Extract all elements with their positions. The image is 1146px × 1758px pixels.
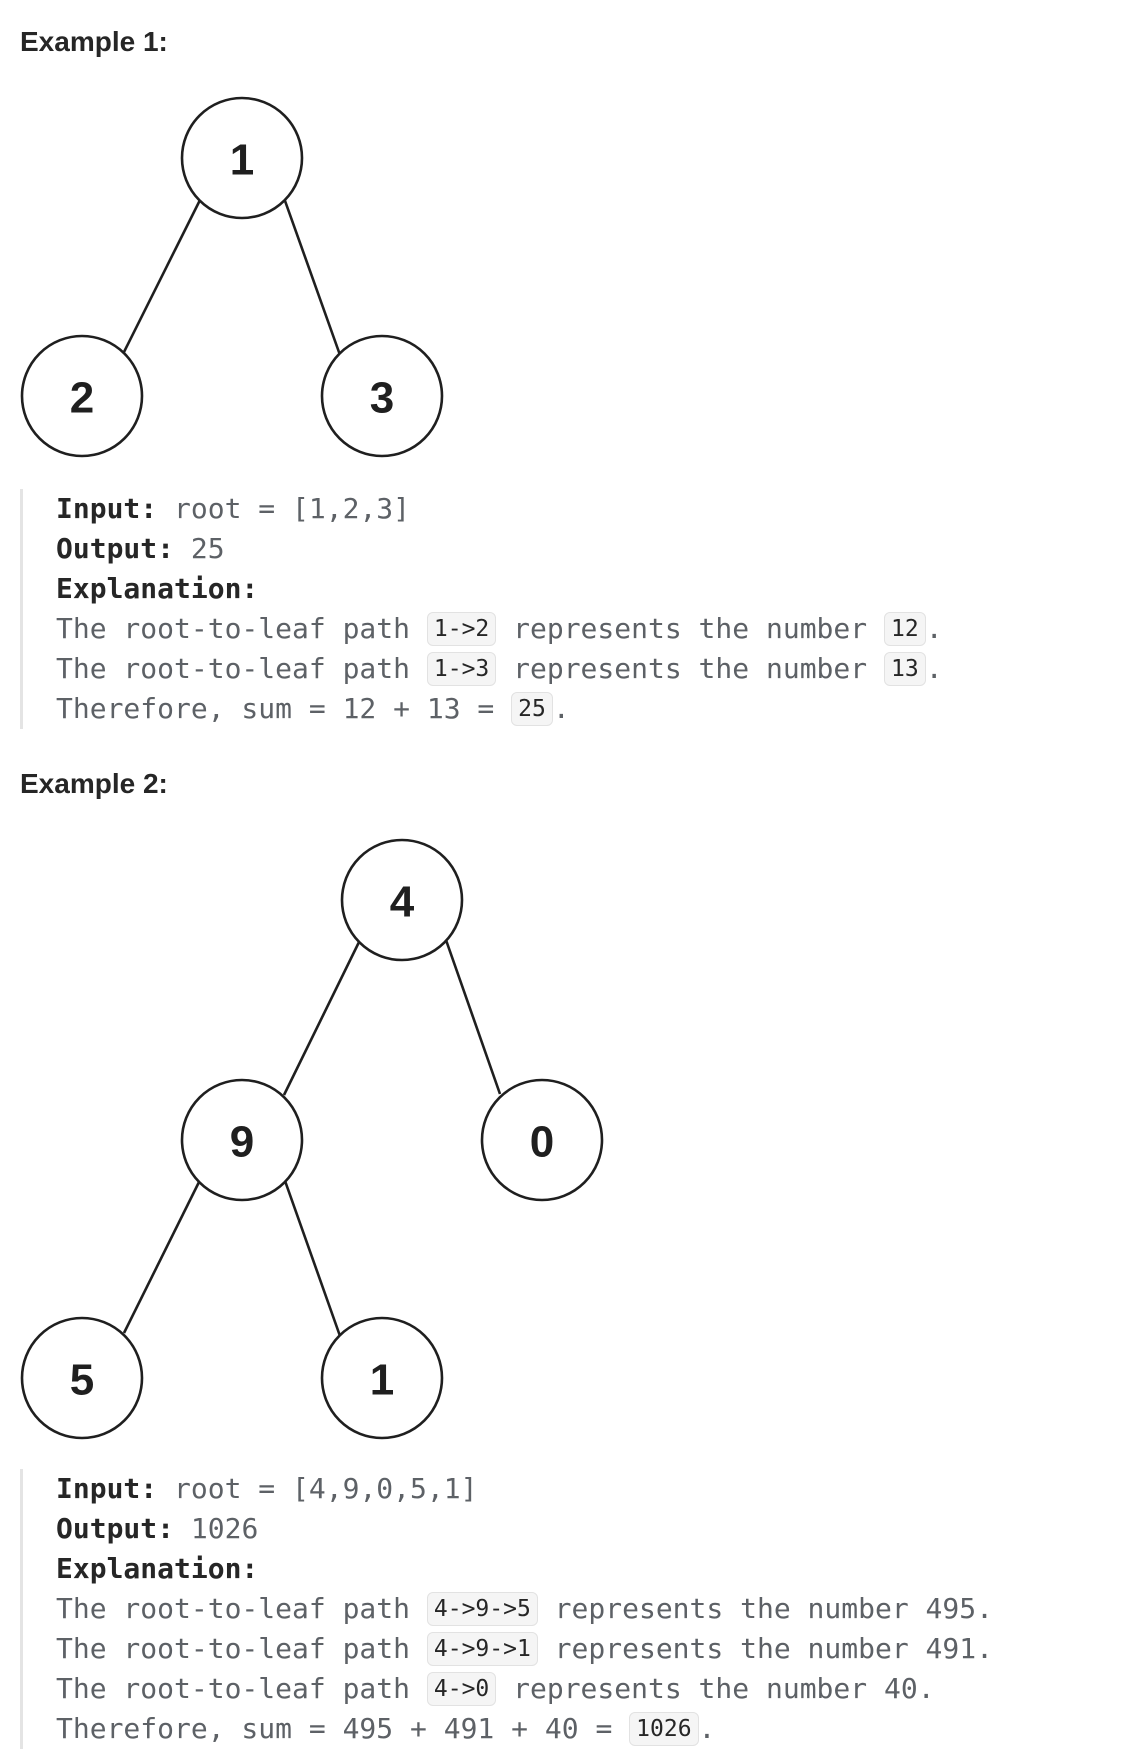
- output-value: 1026: [190, 1512, 259, 1545]
- path-text: The root-to-leaf path: [56, 652, 427, 685]
- tree-edge: [122, 1179, 202, 1334]
- path-text: represents the number 495.: [537, 1592, 993, 1625]
- tree-node-right: 0: [480, 1078, 604, 1202]
- output-line: Output: 1026: [56, 1509, 1146, 1549]
- path-code: 1->2: [426, 612, 497, 646]
- explanation-path-line: The root-to-leaf path 4->9->1 represents…: [56, 1629, 1146, 1669]
- path-text: represents the number: [496, 612, 884, 645]
- path-text: represents the number 491.: [537, 1632, 993, 1665]
- output-label: Output:: [56, 532, 175, 565]
- tree-node-root: 1: [180, 96, 304, 220]
- tree-node-root: 4: [340, 838, 464, 962]
- total-text: Therefore, sum = 495 + 491 + 40 =: [56, 1712, 630, 1745]
- tree-node-right: 3: [320, 334, 444, 458]
- example-1-tree-diagram: 1 2 3: [20, 96, 444, 458]
- explanation-path-line: The root-to-leaf path 4->0 represents th…: [56, 1669, 1146, 1709]
- svg-text:5: 5: [70, 1356, 94, 1405]
- explanation-path-line: The root-to-leaf path 1->3 represents th…: [56, 649, 1146, 689]
- input-value: root = [4,9,0,5,1]: [174, 1472, 478, 1505]
- tree-edge: [282, 939, 362, 1096]
- path-text: .: [925, 612, 943, 645]
- path-text: The root-to-leaf path: [56, 1632, 427, 1665]
- tree-node-left-right: 1: [320, 1316, 444, 1440]
- svg-text:4: 4: [390, 878, 415, 927]
- total-text: Therefore, sum = 12 + 13 =: [56, 692, 512, 725]
- input-line: Input: root = [1,2,3]: [56, 489, 1146, 529]
- output-value: 25: [190, 532, 225, 565]
- input-value: root = [1,2,3]: [174, 492, 411, 525]
- path-text: The root-to-leaf path: [56, 612, 427, 645]
- path-code: 4->9->5: [426, 1592, 538, 1626]
- path-code: 4->0: [426, 1672, 497, 1706]
- path-text: represents the number 40.: [496, 1672, 935, 1705]
- explanation-path-line: The root-to-leaf path 4->9->5 represents…: [56, 1589, 1146, 1629]
- example-2-tree-diagram: 4 9 0 5 1: [20, 838, 604, 1440]
- svg-text:1: 1: [370, 1356, 394, 1405]
- tree-node-left: 9: [180, 1078, 304, 1202]
- total-text: .: [552, 692, 570, 725]
- path-text: The root-to-leaf path: [56, 1592, 427, 1625]
- explanation-total-line: Therefore, sum = 12 + 13 = 25.: [56, 689, 1146, 729]
- path-text: represents the number: [496, 652, 884, 685]
- svg-text:1: 1: [230, 136, 254, 185]
- input-label: Input:: [56, 492, 158, 525]
- tree-edge: [444, 939, 502, 1095]
- output-line: Output: 25: [56, 529, 1146, 569]
- total-code: 1026: [629, 1712, 699, 1746]
- svg-text:9: 9: [230, 1118, 254, 1167]
- explanation-label: Explanation:: [56, 572, 259, 605]
- example-1-title: Example 1:: [20, 26, 168, 57]
- input-line: Input: root = [4,9,0,5,1]: [56, 1469, 1146, 1509]
- output-label: Output:: [56, 1512, 175, 1545]
- path-text: .: [925, 652, 943, 685]
- path-code: 1->3: [426, 652, 497, 686]
- svg-text:0: 0: [530, 1118, 554, 1167]
- total-text: .: [698, 1712, 716, 1745]
- explanation-total-line: Therefore, sum = 495 + 491 + 40 = 1026.: [56, 1709, 1146, 1749]
- tree-edge: [282, 197, 342, 356]
- tree-edge: [282, 1177, 342, 1337]
- tree-node-left: 2: [20, 334, 144, 458]
- svg-text:3: 3: [370, 374, 394, 423]
- number-code: 13: [884, 652, 926, 686]
- explanation-label: Explanation:: [56, 1552, 259, 1585]
- total-code: 25: [511, 692, 553, 726]
- explanation-line: Explanation:: [56, 569, 1146, 609]
- explanation-line: Explanation:: [56, 1549, 1146, 1589]
- svg-text:2: 2: [70, 374, 94, 423]
- explanation-path-line: The root-to-leaf path 1->2 represents th…: [56, 609, 1146, 649]
- tree-node-left-left: 5: [20, 1316, 144, 1440]
- example-2-title: Example 2:: [20, 768, 168, 799]
- number-code: 12: [884, 612, 926, 646]
- tree-edge: [122, 199, 202, 353]
- input-label: Input:: [56, 1472, 158, 1505]
- path-code: 4->9->1: [426, 1632, 538, 1666]
- path-text: The root-to-leaf path: [56, 1672, 427, 1705]
